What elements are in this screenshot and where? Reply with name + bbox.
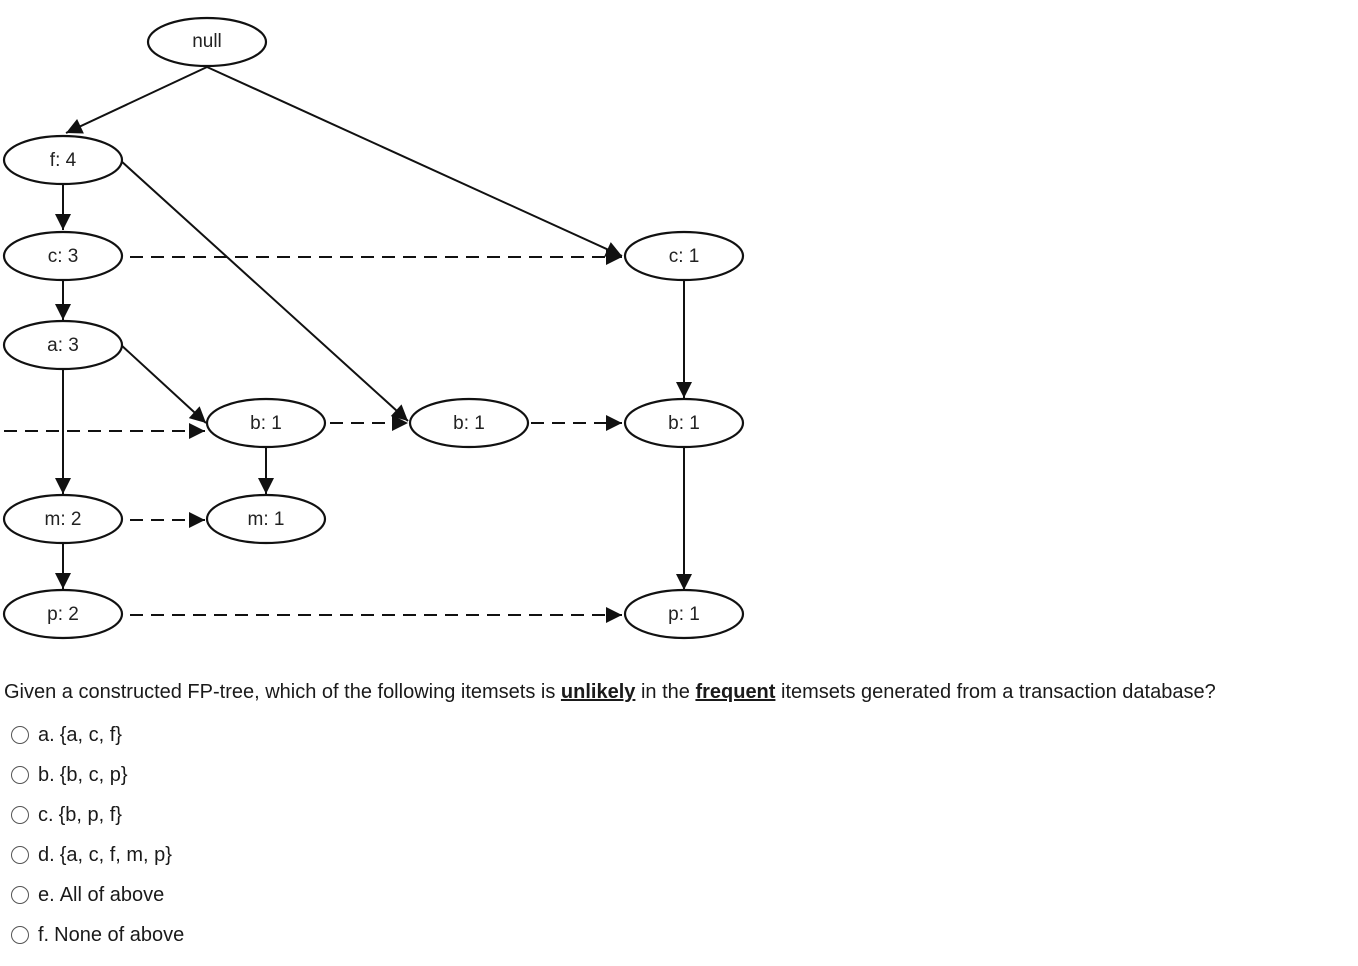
option-a-text: {a, c, f} xyxy=(59,723,122,746)
node-f4-label: f: 4 xyxy=(50,150,77,171)
node-b1-left: b: 1 xyxy=(205,397,327,449)
question-text-after: itemsets generated from a transaction da… xyxy=(775,681,1216,703)
node-c1: c: 1 xyxy=(623,230,745,282)
question-text-middle: in the xyxy=(635,681,696,703)
node-p2: p: 2 xyxy=(2,588,124,640)
node-b1-left-label: b: 1 xyxy=(250,413,282,434)
option-c-text: {b, p, f} xyxy=(58,803,122,826)
option-d[interactable]: d. {a, c, f, m, p} xyxy=(11,835,184,875)
node-a3: a: 3 xyxy=(2,319,124,371)
edge-a3-b1left xyxy=(119,343,207,424)
node-f4: f: 4 xyxy=(2,134,124,186)
tree-nodes: null f: 4 c: 3 a: 3 m: 2 p: 2 b: 1 m: 1 xyxy=(2,16,745,640)
radio-button-f[interactable] xyxy=(11,926,29,944)
edge-null-f4 xyxy=(65,66,208,134)
radio-button-d[interactable] xyxy=(11,846,29,864)
node-c3: c: 3 xyxy=(2,230,124,282)
node-p1-label: p: 1 xyxy=(668,604,700,625)
node-a3-label: a: 3 xyxy=(47,335,79,356)
node-m2-label: m: 2 xyxy=(45,509,82,530)
tree-edges xyxy=(55,66,692,590)
radio-button-a[interactable] xyxy=(11,726,29,744)
option-e-letter: e. xyxy=(38,883,55,906)
option-e-text: All of above xyxy=(59,883,165,906)
question-text-before: Given a constructed FP-tree, which of th… xyxy=(4,681,561,703)
node-m1: m: 1 xyxy=(205,493,327,545)
question-emphasis-frequent: frequent xyxy=(695,681,776,703)
option-a-letter: a. xyxy=(38,723,55,746)
node-m1-label: m: 1 xyxy=(248,509,285,530)
option-b-text: {b, c, p} xyxy=(59,763,128,786)
node-b1-right-label: b: 1 xyxy=(668,413,700,434)
question-emphasis-unlikely: unlikely xyxy=(560,681,636,703)
option-e[interactable]: e. All of above xyxy=(11,875,184,915)
node-links xyxy=(4,249,622,623)
edge-f4-b1mid xyxy=(119,159,409,422)
fp-tree-diagram: null f: 4 c: 3 a: 3 m: 2 p: 2 b: 1 m: 1 xyxy=(2,16,745,640)
radio-button-c[interactable] xyxy=(11,806,29,824)
option-d-letter: d. xyxy=(38,843,55,866)
edge-null-c1 xyxy=(206,66,623,257)
option-f[interactable]: f. None of above xyxy=(11,915,184,955)
node-c3-label: c: 3 xyxy=(48,246,79,267)
node-p2-label: p: 2 xyxy=(47,604,79,625)
option-b-letter: b. xyxy=(38,763,55,786)
radio-button-b[interactable] xyxy=(11,766,29,784)
answer-options: a. {a, c, f} b. {b, c, p} c. {b, p, f} d… xyxy=(11,715,184,955)
option-f-text: None of above xyxy=(54,923,185,946)
radio-button-e[interactable] xyxy=(11,886,29,904)
option-f-letter: f. xyxy=(38,923,50,946)
node-null: null xyxy=(146,16,268,68)
node-null-label: null xyxy=(192,31,222,52)
node-b1-right: b: 1 xyxy=(623,397,745,449)
option-c[interactable]: c. {b, p, f} xyxy=(11,795,184,835)
option-d-text: {a, c, f, m, p} xyxy=(59,843,172,866)
question-text: Given a constructed FP-tree, which of th… xyxy=(4,679,1216,705)
node-b1-mid: b: 1 xyxy=(408,397,530,449)
node-c1-label: c: 1 xyxy=(669,246,700,267)
node-p1: p: 1 xyxy=(623,588,745,640)
node-m2: m: 2 xyxy=(2,493,124,545)
option-a[interactable]: a. {a, c, f} xyxy=(11,715,184,755)
option-c-letter: c. xyxy=(38,803,54,826)
option-b[interactable]: b. {b, c, p} xyxy=(11,755,184,795)
node-b1-mid-label: b: 1 xyxy=(453,413,485,434)
